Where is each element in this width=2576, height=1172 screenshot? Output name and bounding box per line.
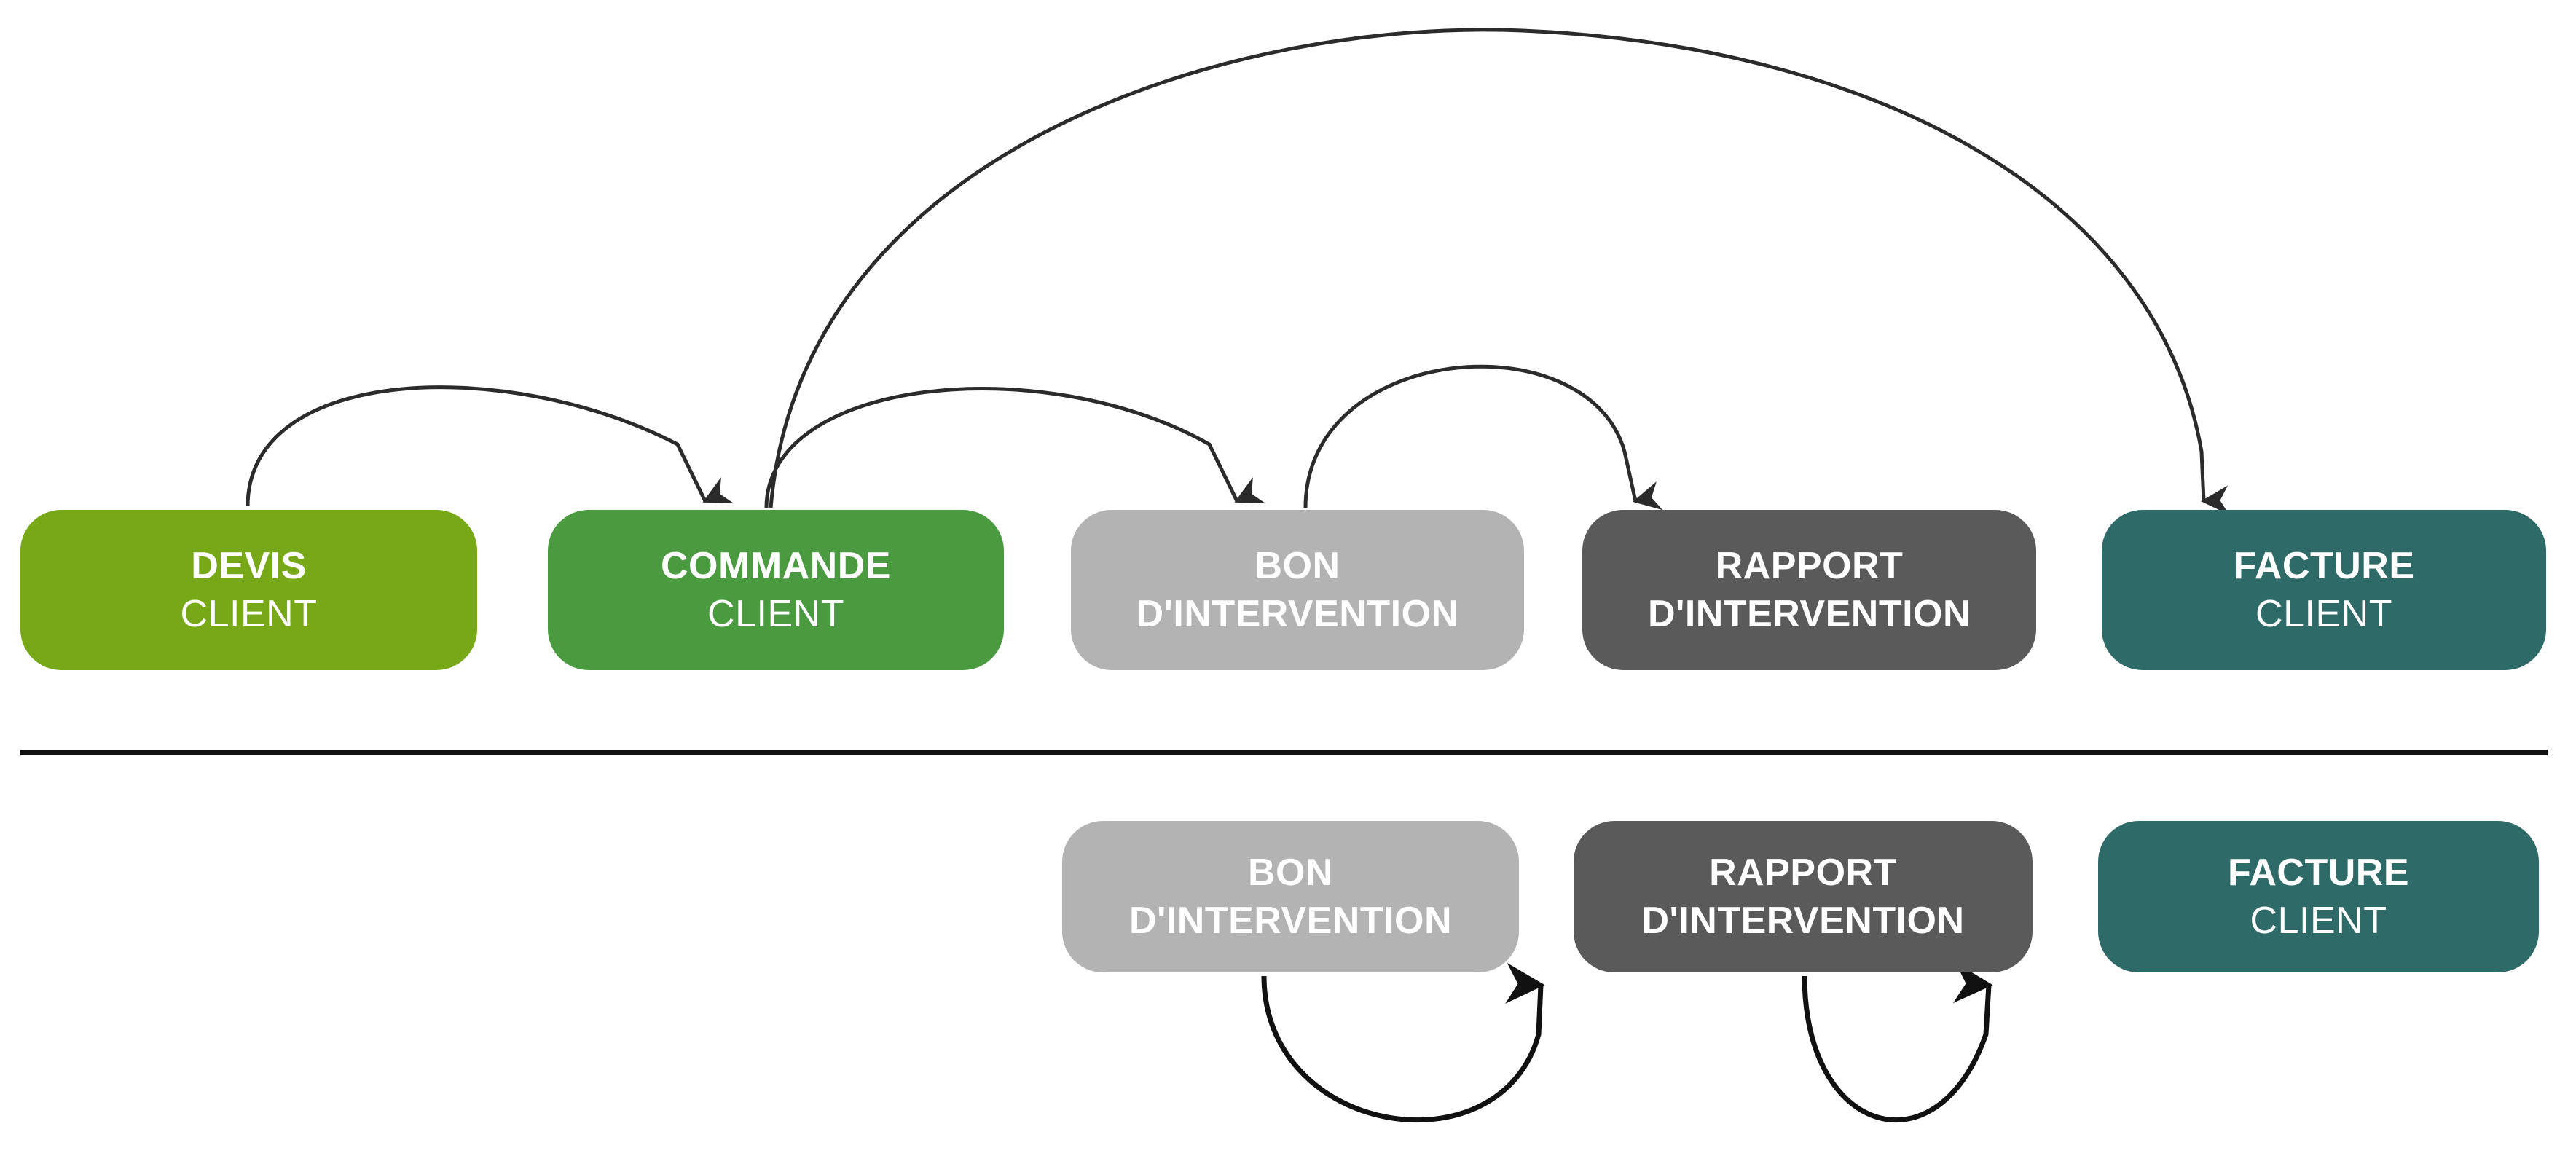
node-label-secondary: D'INTERVENTION	[1128, 900, 1453, 942]
node-label-primary: FACTURE	[2227, 852, 2410, 894]
node-facture-client[interactable]: FACTURE CLIENT	[2102, 510, 2546, 670]
node-label-secondary: D'INTERVENTION	[1136, 593, 1459, 635]
connector-commande-to-bon	[764, 387, 1266, 508]
node-label-secondary: D'INTERVENTION	[1647, 593, 1971, 635]
connector-bon-to-rapport	[1303, 364, 1663, 511]
connector-bon2-to-rapport2	[1261, 962, 1545, 1123]
node-label-primary: BON	[1247, 852, 1334, 894]
node-label-primary: BON	[1254, 545, 1340, 587]
node-label-secondary: D'INTERVENTION	[1641, 900, 1965, 942]
node-label-primary: DEVIS	[191, 545, 307, 587]
node-commande-client[interactable]: COMMANDE CLIENT	[548, 510, 1004, 670]
node-label-primary: RAPPORT	[1715, 545, 1904, 587]
node-facture-client-2[interactable]: FACTURE CLIENT	[2098, 821, 2539, 972]
node-label-secondary: CLIENT	[2255, 593, 2392, 635]
node-bon-intervention-2[interactable]: BON D'INTERVENTION	[1062, 821, 1519, 972]
node-rapport-intervention[interactable]: RAPPORT D'INTERVENTION	[1582, 510, 2036, 670]
node-bon-intervention[interactable]: BON D'INTERVENTION	[1071, 510, 1524, 670]
node-label-primary: FACTURE	[2233, 545, 2415, 587]
node-label-primary: COMMANDE	[661, 545, 891, 587]
connector-devis-to-commande	[246, 385, 734, 507]
node-rapport-intervention-2[interactable]: RAPPORT D'INTERVENTION	[1574, 821, 2033, 972]
node-label-secondary: CLIENT	[707, 593, 844, 635]
connectors-top-group	[246, 28, 2229, 515]
connector-rapport2-to-facture2	[1802, 962, 1993, 1122]
section-divider	[20, 750, 2548, 755]
node-devis-client[interactable]: DEVIS CLIENT	[20, 510, 477, 670]
connector-commande-to-facture	[769, 28, 2229, 515]
connectors-bottom-group	[1261, 962, 1993, 1123]
node-label-primary: RAPPORT	[1709, 852, 1897, 894]
node-label-secondary: CLIENT	[2250, 900, 2387, 942]
node-label-secondary: CLIENT	[180, 593, 318, 635]
